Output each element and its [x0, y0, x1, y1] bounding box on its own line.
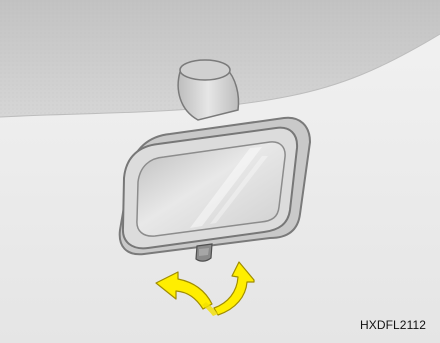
figure-code-label: HXDFL2112 — [360, 319, 426, 331]
day-night-lever-icon — [196, 244, 212, 261]
mirror-mount — [178, 60, 238, 120]
